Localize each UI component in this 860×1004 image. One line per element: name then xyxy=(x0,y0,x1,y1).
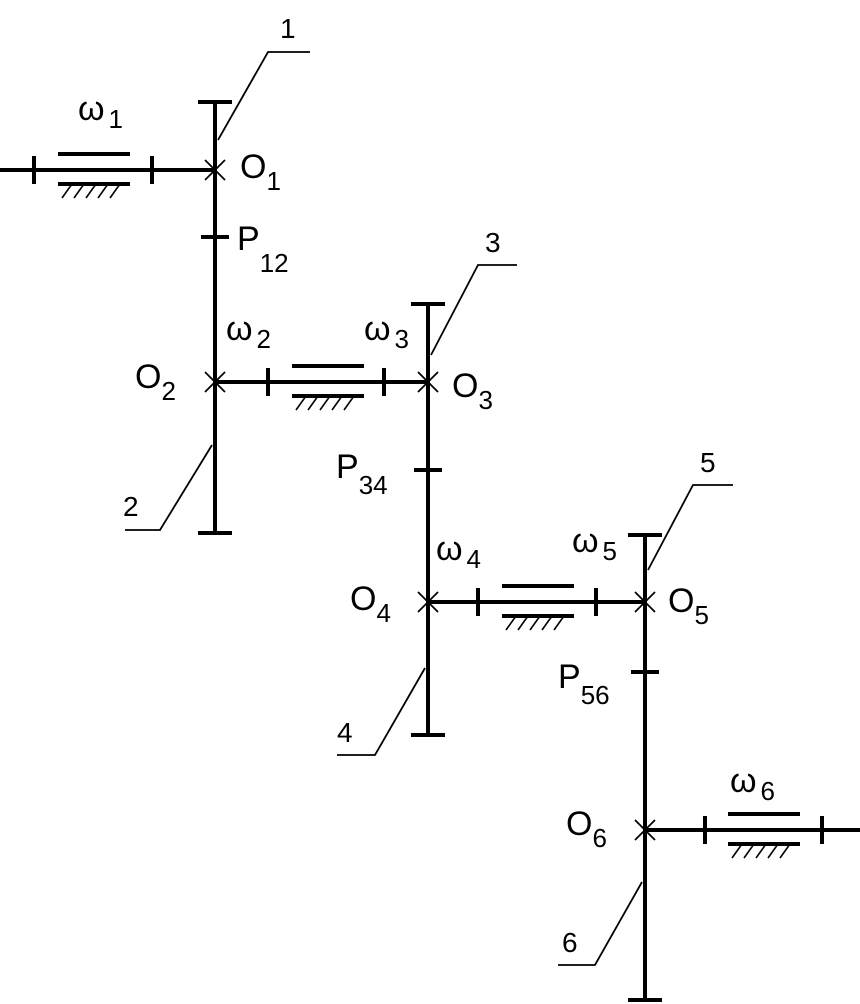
gear-3 xyxy=(411,302,445,602)
center-label-o6: O6 xyxy=(566,805,607,853)
leader-line-4 xyxy=(337,667,426,756)
pitch-label-p34: P34 xyxy=(336,448,388,500)
gear-label-3: 3 xyxy=(485,227,501,258)
center-mark-o1 xyxy=(204,159,226,181)
center-label-o2: O2 xyxy=(135,358,176,406)
leader-line-1 xyxy=(217,51,310,141)
gear-label-1: 1 xyxy=(280,13,296,44)
gear-label-2: 2 xyxy=(123,491,139,522)
bearing-1 xyxy=(58,152,130,199)
leader-line-2 xyxy=(125,444,213,531)
leader-line-6 xyxy=(558,881,643,966)
center-label-o4: O4 xyxy=(350,580,391,628)
gear-2 xyxy=(198,382,232,535)
leader-line-5 xyxy=(647,484,733,571)
shaft-6 xyxy=(645,816,860,844)
pitch-label-p12: P12 xyxy=(237,220,289,278)
gear-1 xyxy=(198,100,232,382)
center-mark-o5 xyxy=(634,591,656,613)
gear-4 xyxy=(411,602,445,737)
gear-label-4: 4 xyxy=(337,717,353,748)
shaft-4-5 xyxy=(428,588,645,616)
gear-6 xyxy=(628,830,662,1002)
shaft-1 xyxy=(0,156,215,184)
center-label-o3: O3 xyxy=(452,367,493,415)
bearing-4 xyxy=(502,584,574,631)
leader-line-3 xyxy=(430,264,517,356)
gear-label-6: 6 xyxy=(562,927,578,958)
center-label-o5: O5 xyxy=(668,582,709,630)
pitch-label-p56: P56 xyxy=(558,658,610,710)
bearing-6 xyxy=(728,812,800,859)
shaft-2-3 xyxy=(215,368,428,396)
gear-5 xyxy=(628,533,662,830)
center-label-o1: O1 xyxy=(240,148,281,196)
gear-label-5: 5 xyxy=(700,447,716,478)
bearing-2 xyxy=(292,364,364,411)
center-mark-o3 xyxy=(417,371,439,393)
